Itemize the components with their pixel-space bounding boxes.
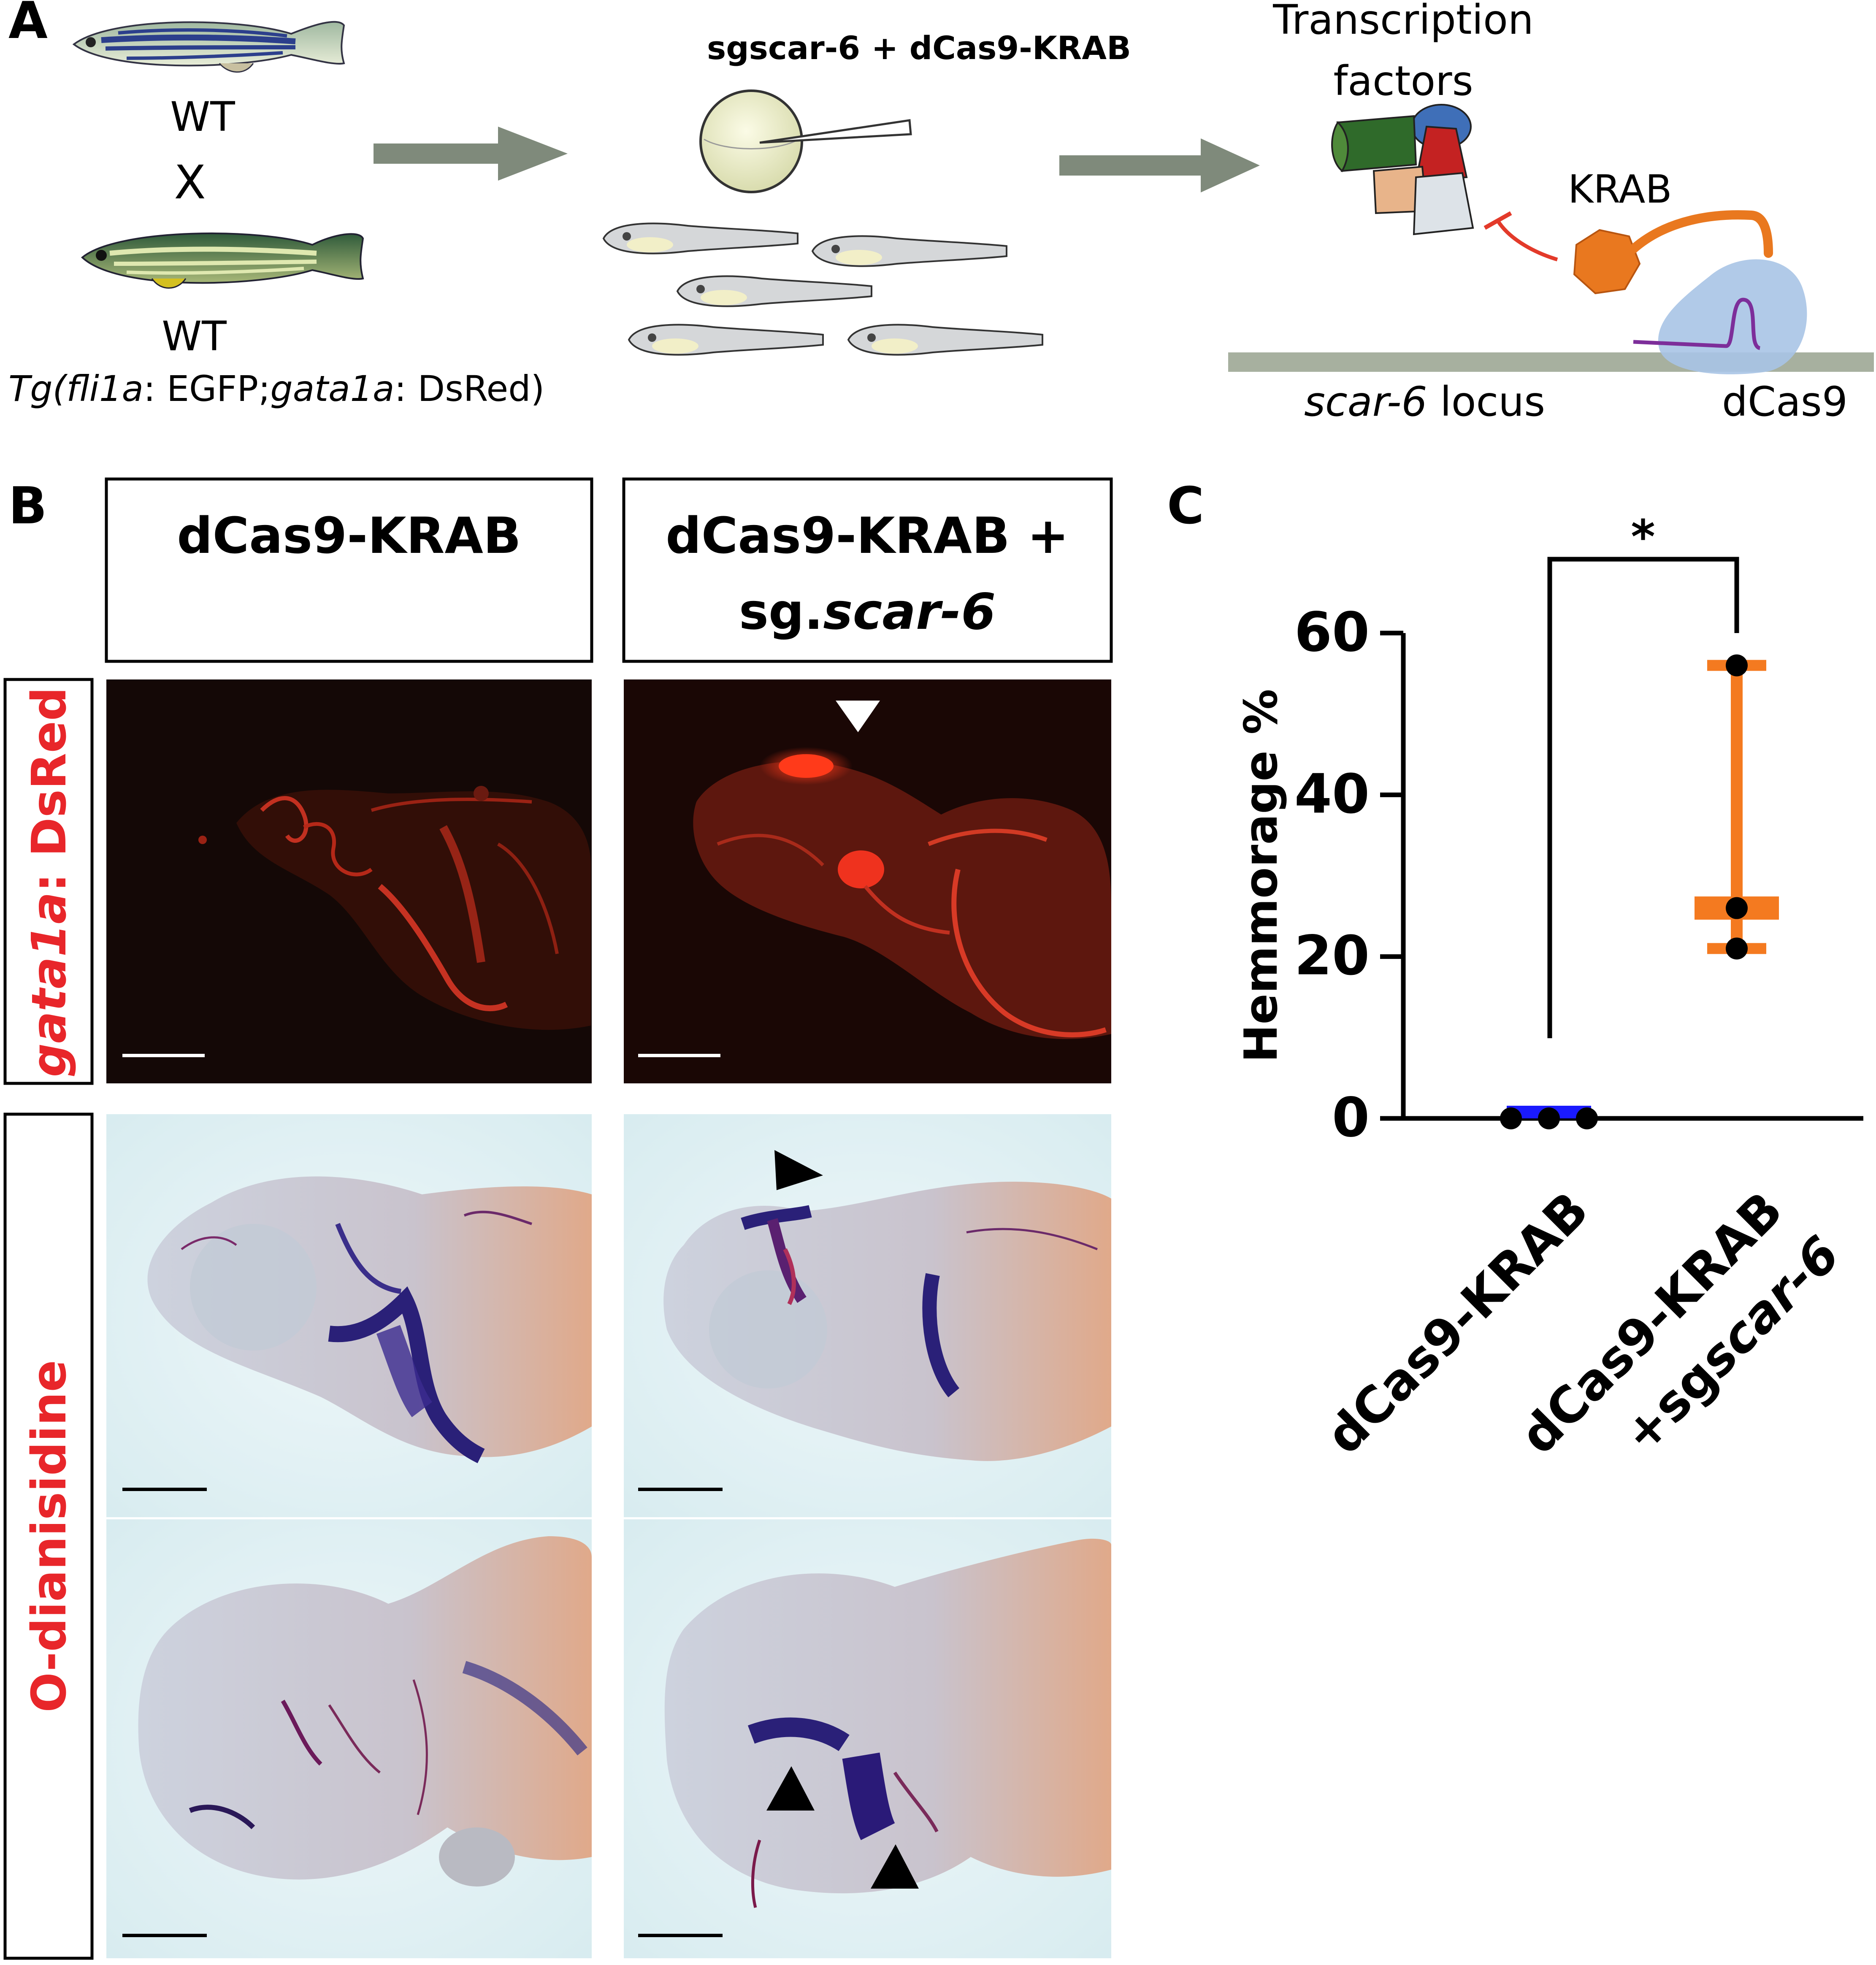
y-axis-ticks: 0 20 40 60 <box>1294 601 1403 1149</box>
col2-header-line2: sg.scar-6 <box>739 582 996 641</box>
krab-label: KRAB <box>1568 167 1672 212</box>
col2-header-box <box>622 477 1113 663</box>
y-axis-title: Hemmorage % <box>1235 689 1288 1062</box>
odianisidine-dorsal-control <box>106 1519 592 1958</box>
arrowhead-dsred-icon <box>836 701 880 732</box>
col2-header-line1: dCas9-KRAB + <box>666 506 1069 565</box>
plot-marks <box>1500 654 1779 1129</box>
panel-b: B dCas9-KRAB dCas9-KRAB + sg.scar-6 gata… <box>3 477 1113 1960</box>
data-point <box>1726 937 1748 960</box>
odianisidine-dorsal-knockdown <box>624 1519 1111 1958</box>
zebrafish-wt-top-icon <box>72 21 345 73</box>
injection-label: sgscar-6 + dCas9-KRAB <box>707 29 1131 67</box>
larvae-group-icon <box>602 222 1043 356</box>
odianisidine-lateral-control <box>106 1114 592 1517</box>
transcription-factors-icon <box>1331 104 1474 235</box>
y-tick-label: 60 <box>1294 601 1370 664</box>
row1-label-box <box>3 678 94 1085</box>
col1-header-box <box>105 477 593 663</box>
y-tick-label: 20 <box>1294 925 1370 988</box>
process-arrow-2-icon <box>1059 138 1260 192</box>
y-tick-label: 40 <box>1294 763 1370 826</box>
scale-bar <box>122 1054 205 1057</box>
zebrafish-transgenic-icon <box>81 232 364 289</box>
tf-label-line1: Transcription <box>1272 0 1533 43</box>
row2-label-box <box>3 1112 94 1960</box>
scale-bar <box>638 1488 723 1491</box>
scale-bar <box>638 1054 720 1057</box>
significance-bracket <box>1547 557 1739 1038</box>
arrowhead-dorsal-1-icon <box>766 1766 815 1811</box>
linker-icon <box>1629 210 1773 258</box>
panel-c-letter: C <box>1167 477 1204 536</box>
row1-label: gata1a: DsRed <box>22 687 77 1077</box>
repression-arrow-icon <box>1497 220 1558 262</box>
locus-label: scar-6 locus <box>1304 378 1545 425</box>
embryo-injection-icon <box>699 89 912 193</box>
col1-header: dCas9-KRAB <box>177 506 521 565</box>
scale-bar <box>638 1934 723 1937</box>
arrowhead-lateral-icon <box>774 1150 823 1190</box>
arrowhead-dorsal-2-icon <box>871 1844 919 1889</box>
dcas9-label: dCas9 <box>1722 378 1848 425</box>
fish-bottom-label: WT <box>162 313 227 360</box>
data-point <box>1726 654 1748 677</box>
dcas9-protein-icon <box>1633 259 1807 374</box>
transgene-label: Tg(fli1a: EGFP;gata1a: DsRed) <box>8 368 544 409</box>
scale-bar <box>122 1934 207 1937</box>
data-point <box>1726 897 1748 919</box>
dsred-image-knockdown <box>624 679 1111 1083</box>
cross-symbol: X <box>174 155 206 209</box>
panel-a-letter: A <box>8 0 48 50</box>
fish-top-label: WT <box>170 93 235 141</box>
process-arrow-1-icon <box>374 127 568 181</box>
row2-label: O-dianisidine <box>22 1360 77 1712</box>
tf-label-line2: factors <box>1333 57 1473 105</box>
data-point <box>1538 1107 1560 1129</box>
y-tick-label: 0 <box>1332 1086 1370 1149</box>
scale-bar <box>122 1488 207 1491</box>
krab-domain-icon <box>1573 229 1641 295</box>
repression-bar-icon <box>1483 211 1512 230</box>
panel-b-letter: B <box>8 477 47 536</box>
data-point <box>1500 1107 1522 1129</box>
panel-a: A WT X WT Tg(fli1a: EGFP;gata1a: DsRed) <box>8 0 1874 425</box>
data-point <box>1576 1107 1598 1129</box>
odianisidine-lateral-knockdown <box>624 1114 1111 1517</box>
significance-asterisk: * <box>1631 510 1655 564</box>
dsred-image-control <box>106 679 592 1083</box>
